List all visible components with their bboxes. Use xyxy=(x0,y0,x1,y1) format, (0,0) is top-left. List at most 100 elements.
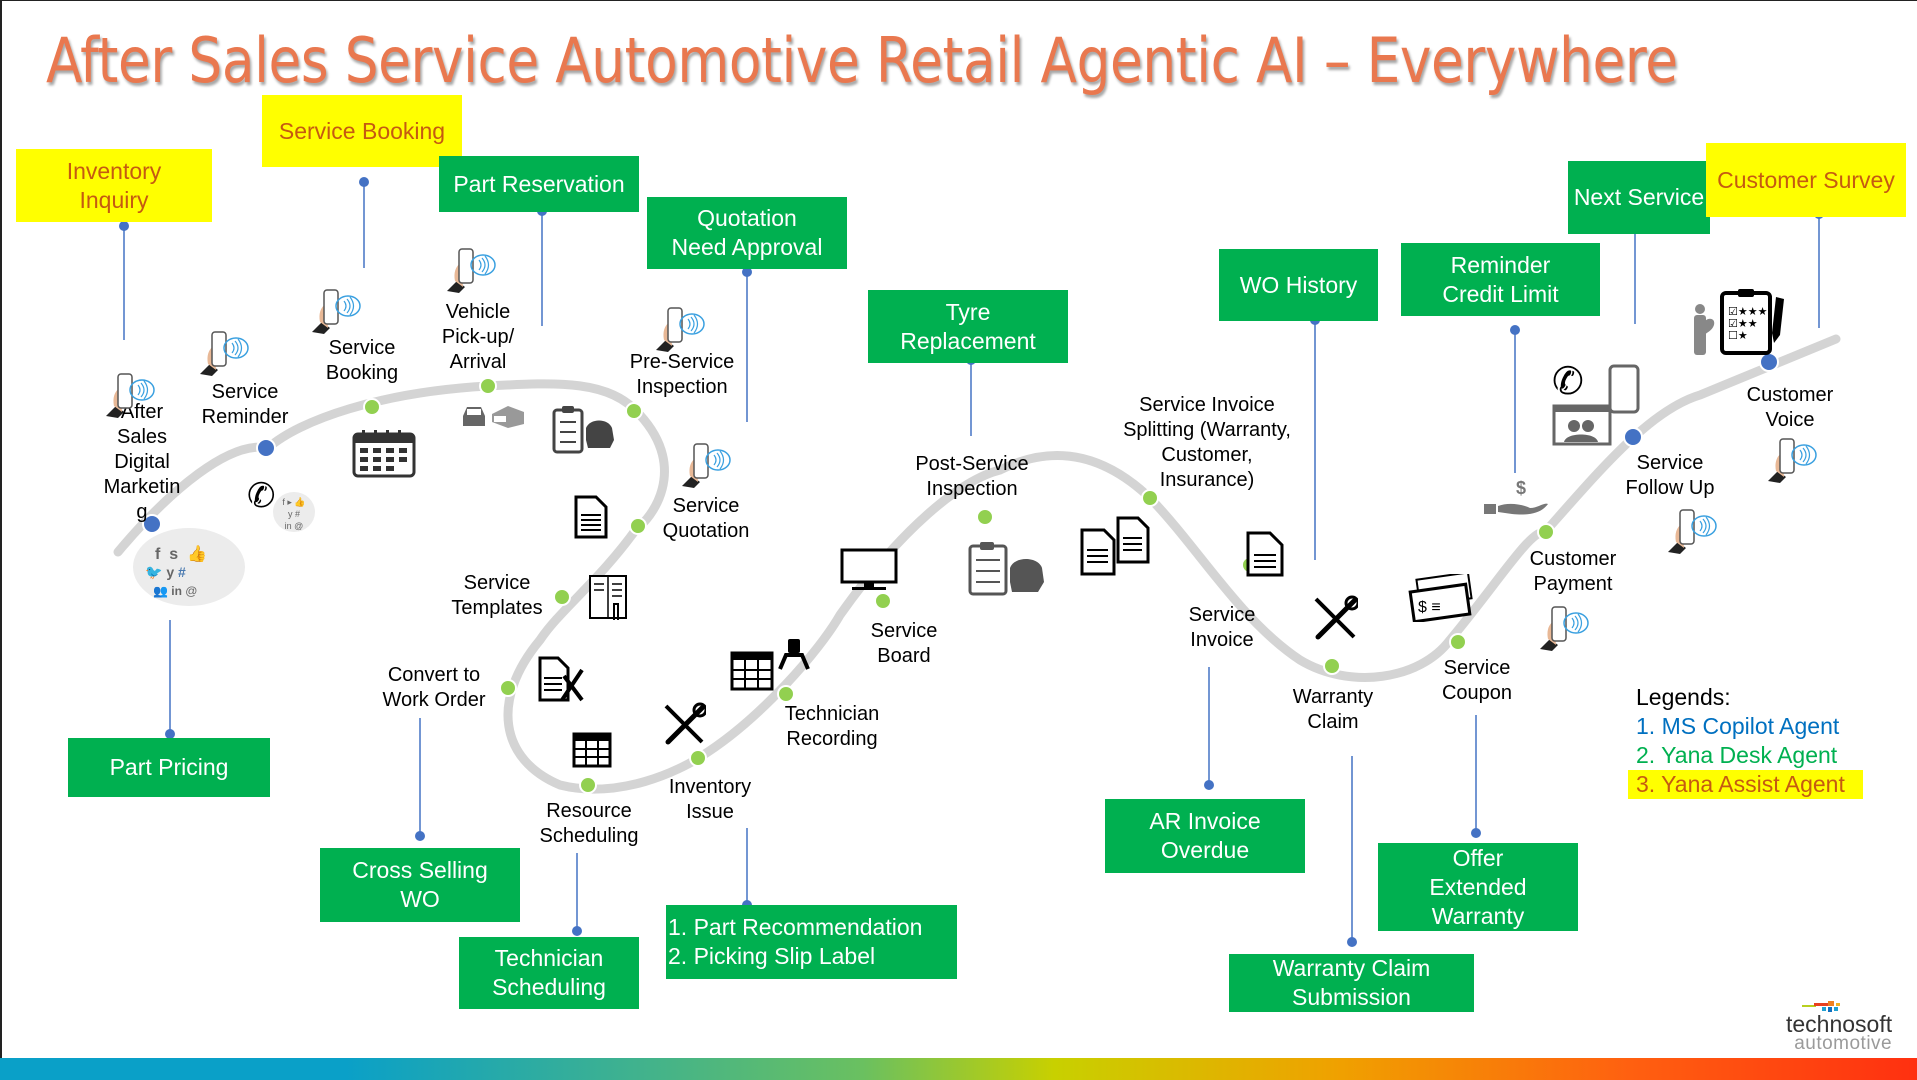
step-label-service-booking: Service Booking xyxy=(325,337,399,384)
step-label-service-invoice-splitting: Service Invoice Splitting (Warranty, Cus… xyxy=(1123,394,1291,491)
agent-box-reminder-credit-limit[interactable]: Reminder Credit Limit xyxy=(1401,243,1600,316)
legend-item-ms-copilot-agent: 1. MS Copilot Agent xyxy=(1636,713,1840,739)
tools-icon xyxy=(664,702,706,745)
step-label-warranty-claim: Warranty Claim xyxy=(1292,686,1374,733)
step-dot-after-sales-digital-marketing[interactable] xyxy=(142,514,162,534)
agent-box-service-booking[interactable]: Service Booking xyxy=(262,95,462,167)
step-dot-inventory-issue[interactable] xyxy=(689,749,707,767)
svg-text:☑★★★: ☑★★★ xyxy=(1728,305,1768,318)
agent-box-cross-selling-wo[interactable]: Cross Selling WO xyxy=(320,848,520,922)
agent-box-quotation-need-approval[interactable]: Quotation Need Approval xyxy=(647,197,847,269)
agent-box-part-reservation[interactable]: Part Reservation xyxy=(439,156,639,212)
step-dot-vehicle-pickup-arrival[interactable] xyxy=(479,377,497,395)
step-label-resource-scheduling: Resource Scheduling xyxy=(539,800,639,847)
step-label-convert-to-work-order: Convert to Work Order xyxy=(382,664,486,711)
connector-lines xyxy=(123,181,1820,942)
logo-mark-icon xyxy=(1802,1001,1841,1012)
step-dot-service-coupon[interactable] xyxy=(1449,633,1467,651)
logo-subtitle: automotive xyxy=(1794,1033,1893,1054)
step-dot-service-invoice-splitting[interactable] xyxy=(1141,489,1159,507)
step-label-post-service-inspection: Post-Service Inspection xyxy=(915,453,1029,500)
step-label-service-board: Service Board xyxy=(870,620,938,667)
agent-box-offer-extended-warranty[interactable]: Offer Extended Warranty xyxy=(1378,843,1578,931)
mobile-hand-icon xyxy=(1539,606,1589,651)
resource-calendar-icon xyxy=(572,732,612,768)
step-label-service-coupon: Service Coupon xyxy=(1441,657,1513,704)
post-inspection-checklist-car-icon xyxy=(968,542,1044,596)
vehicle-garage-icon xyxy=(463,406,524,428)
service-board-monitor-icon xyxy=(840,548,898,590)
mobile-hand-icon xyxy=(446,248,496,293)
svg-text:$ ≡: $ ≡ xyxy=(1418,599,1441,616)
phone-call-social-icon: ✆ f ▸ 👍y #in @ xyxy=(247,476,317,536)
step-label-customer-payment: Customer Payment xyxy=(1529,548,1617,595)
step-dot-technician-recording[interactable] xyxy=(777,685,795,703)
step-dot-resource-scheduling[interactable] xyxy=(579,776,597,794)
agent-box-warranty-claim-submission[interactable]: Warranty Claim Submission xyxy=(1229,954,1474,1012)
step-dot-convert-to-work-order[interactable] xyxy=(499,679,517,697)
agent-box-part-recommendation[interactable]: 1. Part Recommendation 2. Picking Slip L… xyxy=(666,905,957,979)
service-templates-icon xyxy=(589,575,627,620)
split-invoice-documents-icon xyxy=(1080,516,1150,576)
step-label-service-follow-up: Service Follow Up xyxy=(1625,452,1715,499)
step-label-service-quotation: Service Quotation xyxy=(662,495,750,542)
calendar-icon xyxy=(352,430,416,478)
step-dot-service-quotation[interactable] xyxy=(629,517,647,535)
step-dot-warranty-claim[interactable] xyxy=(1323,657,1341,675)
step-dot-customer-payment[interactable] xyxy=(1537,523,1555,541)
mobile-hand-icon xyxy=(1667,509,1717,554)
technician-calendar-icon xyxy=(730,639,810,691)
mobile-hand-icon xyxy=(681,443,731,488)
step-dot-pre-service-inspection[interactable] xyxy=(625,402,643,420)
agent-box-customer-survey[interactable]: Customer Survey xyxy=(1706,143,1906,217)
warranty-tools-icon xyxy=(1314,595,1358,640)
service-invoice-document-icon xyxy=(1246,531,1284,577)
step-label-service-templates: Service Templates xyxy=(451,572,543,619)
step-label-after-sales-digital-marketing: After Sales Digital Marketin g xyxy=(103,401,181,523)
work-order-document-tools-icon xyxy=(538,656,584,702)
step-dot-service-follow-up[interactable] xyxy=(1623,427,1643,447)
service-coupon-icon: $ ≡ xyxy=(1408,574,1473,622)
svg-text:$: $ xyxy=(1516,478,1526,498)
social-media-icon: f s 👍 🐦 y # 👥 in @ xyxy=(133,528,245,606)
svg-text:☐★: ☐★ xyxy=(1728,329,1748,342)
legend-item-yana-assist-agent: 3. Yana Assist Agent xyxy=(1628,770,1863,799)
legend-heading: Legends: xyxy=(1636,684,1731,710)
step-label-service-invoice: Service Invoice xyxy=(1188,604,1256,651)
footer-gradient-bar xyxy=(0,1058,1917,1080)
inspection-checklist-car-icon xyxy=(552,406,614,454)
step-label-vehicle-pickup-arrival: Vehicle Pick-up/ Arrival xyxy=(441,301,515,373)
agent-box-ar-invoice-overdue[interactable]: AR Invoice Overdue xyxy=(1105,799,1305,873)
agent-box-technician-scheduling[interactable]: Technician Scheduling xyxy=(459,937,639,1009)
step-dot-service-booking[interactable] xyxy=(363,398,381,416)
agent-box-wo-history[interactable]: WO History xyxy=(1219,249,1378,321)
step-label-service-reminder: Service Reminder xyxy=(201,381,289,428)
step-dot-service-board[interactable] xyxy=(874,592,892,610)
legend-item-yana-desk-agent: 2. Yana Desk Agent xyxy=(1636,742,1838,768)
mobile-hand-icon xyxy=(105,373,155,418)
agent-box-tyre-replacement[interactable]: Tyre Replacement xyxy=(868,290,1068,363)
agent-box-inventory-inquiry[interactable]: Inventory Inquiry xyxy=(16,149,212,222)
page-title: After Sales Service Automotive Retail Ag… xyxy=(46,24,1678,97)
mobile-hand-icon xyxy=(655,307,705,352)
technosoft-logo: technosoft automotive xyxy=(1786,1001,1893,1054)
agent-box-part-pricing[interactable]: Part Pricing xyxy=(68,738,270,797)
document-icon xyxy=(574,495,608,539)
mobile-hand-icon xyxy=(199,331,249,376)
survey-clipboard-person-icon: ☑★★★ ☑★★ ☐★ xyxy=(1694,289,1784,355)
payment-hand-dollar-icon: $ xyxy=(1484,478,1548,515)
mobile-hand-icon xyxy=(1767,438,1817,483)
logo-name: technosoft xyxy=(1786,1011,1893,1037)
agent-box-next-service[interactable]: Next Service xyxy=(1568,161,1710,234)
svg-text:☑★★: ☑★★ xyxy=(1728,317,1758,330)
mobile-hand-icon xyxy=(311,289,361,334)
step-label-technician-recording: Technician Recording xyxy=(784,703,880,750)
step-label-pre-service-inspection: Pre-Service Inspection xyxy=(629,351,735,398)
step-label-customer-voice: Customer Voice xyxy=(1746,384,1834,431)
journey-path xyxy=(113,334,1841,794)
step-dot-service-templates[interactable] xyxy=(553,588,571,606)
step-dot-service-reminder[interactable] xyxy=(256,438,276,458)
step-dot-post-service-inspection[interactable] xyxy=(976,508,994,526)
